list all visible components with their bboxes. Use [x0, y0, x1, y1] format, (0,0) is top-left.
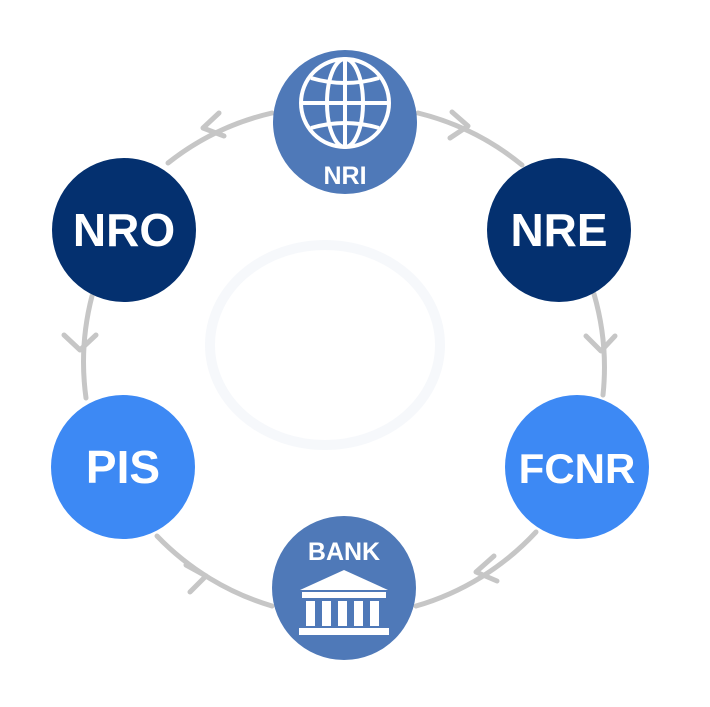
node-nri-label: NRI [323, 162, 366, 190]
node-fcnr-label: FCNR [519, 445, 636, 492]
node-pis-label: PIS [86, 441, 160, 493]
node-nri: NRI [273, 50, 417, 194]
node-bank: BANK [272, 516, 416, 660]
node-nro-label: NRO [73, 204, 175, 256]
node-nre: NRE [487, 158, 631, 302]
node-fcnr-circle [505, 395, 649, 539]
connector-fcnr-bank [413, 529, 539, 609]
node-nro: NRO [52, 158, 196, 302]
arrow-left-icon [473, 553, 500, 584]
connector-bank-pis [154, 533, 275, 609]
node-pis-circle [51, 395, 195, 539]
direction-arrows [61, 109, 618, 595]
arrow-right-icon [183, 562, 209, 595]
node-bank-label: BANK [308, 538, 380, 566]
connector-nro-nri [165, 110, 275, 166]
node-nre-label: NRE [510, 204, 607, 256]
arrow-down-icon [583, 333, 618, 354]
arrow-right-icon [447, 109, 471, 141]
node-fcnr: FCNR [505, 395, 649, 539]
node-nro-circle [52, 158, 196, 302]
connector-nri-nre [415, 110, 525, 168]
bank-icon [299, 570, 389, 635]
globe-icon [299, 57, 391, 149]
arrow-down-icon [61, 332, 99, 353]
node-nre-circle [487, 158, 631, 302]
node-pis: PIS [51, 395, 195, 539]
connector-nre-fcnr [591, 291, 607, 398]
background-watermark [205, 240, 445, 450]
arrow-left-icon [200, 110, 227, 139]
